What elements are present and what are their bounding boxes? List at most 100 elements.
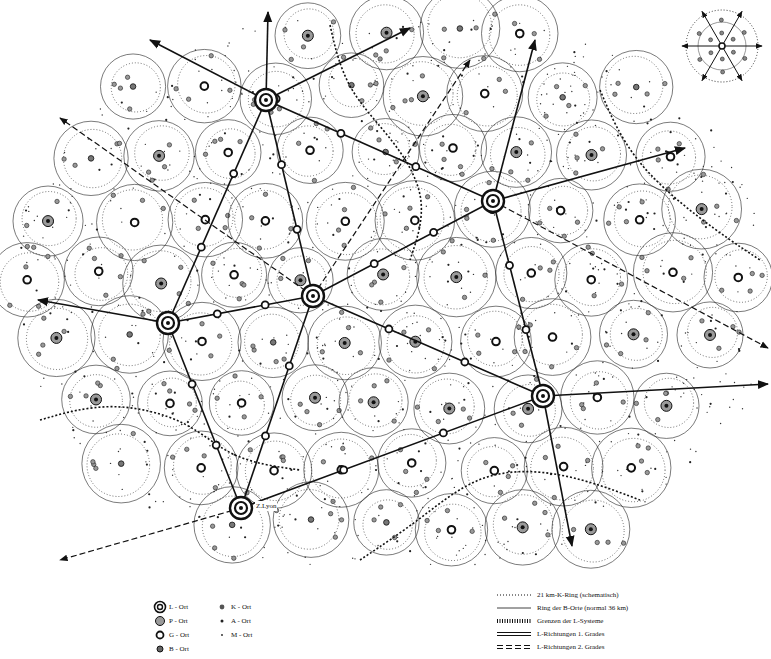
m-place xyxy=(638,306,639,307)
k-place xyxy=(213,485,217,489)
g-place xyxy=(636,216,644,224)
m-place xyxy=(164,151,165,152)
m-place xyxy=(554,200,555,201)
m-place xyxy=(327,304,328,305)
m-place xyxy=(665,483,666,484)
m-place xyxy=(323,98,324,99)
k-place xyxy=(548,206,552,210)
k-place xyxy=(404,226,408,230)
l-direction-line xyxy=(313,201,493,296)
m-place xyxy=(423,144,424,145)
m-place xyxy=(617,470,618,471)
b-place xyxy=(560,95,566,101)
m-place xyxy=(671,386,672,387)
m-place xyxy=(287,552,288,553)
k-place xyxy=(442,56,446,60)
m-place xyxy=(588,311,589,312)
scheme-arrow xyxy=(682,46,722,47)
k-place xyxy=(62,157,66,161)
p-place-core xyxy=(454,275,458,279)
m-place xyxy=(512,365,513,366)
k-place xyxy=(549,365,553,369)
m-place xyxy=(427,176,428,177)
k-place xyxy=(645,92,649,96)
a-place xyxy=(272,153,274,155)
m-place xyxy=(352,59,353,60)
b-place xyxy=(127,332,133,338)
l-direction-line xyxy=(168,100,266,323)
m-place xyxy=(229,285,230,286)
k-place xyxy=(483,273,487,277)
legend-symbol xyxy=(220,605,225,610)
m-place xyxy=(89,243,90,244)
m-place xyxy=(662,167,663,168)
k-place xyxy=(636,444,640,448)
a-place xyxy=(442,167,444,169)
m-place xyxy=(190,498,191,499)
m-place xyxy=(245,299,246,300)
a-place xyxy=(592,267,594,269)
l-place xyxy=(302,285,324,307)
legend-symbol xyxy=(497,619,531,623)
b-ring xyxy=(164,431,238,505)
k-place xyxy=(368,83,372,87)
l-place-core xyxy=(491,199,495,203)
m-place xyxy=(164,233,165,234)
m-place xyxy=(436,537,437,538)
k-ring xyxy=(610,308,662,360)
m-place xyxy=(211,142,212,143)
m-place xyxy=(725,213,726,214)
b-ring xyxy=(485,490,560,565)
legend-text: Grenzen der L-Systeme xyxy=(537,616,603,626)
k-place xyxy=(519,423,523,427)
m-place xyxy=(376,100,377,101)
a-place xyxy=(195,340,197,342)
a-place xyxy=(625,209,627,211)
m-place xyxy=(90,405,91,406)
k-place xyxy=(402,265,406,269)
b-ring xyxy=(354,490,419,555)
p-place-core xyxy=(589,527,593,531)
m-place xyxy=(546,93,547,94)
m-place xyxy=(248,394,249,395)
m-place xyxy=(452,478,453,479)
k-place xyxy=(167,389,171,393)
m-place xyxy=(553,103,554,104)
k-place xyxy=(402,330,406,334)
b-ring xyxy=(18,299,95,376)
m-place xyxy=(262,339,263,340)
a-place xyxy=(425,486,427,488)
k-place xyxy=(342,207,346,211)
b-ring xyxy=(97,184,173,260)
k-place xyxy=(341,55,345,59)
m-place xyxy=(52,227,53,228)
m-place xyxy=(447,440,448,441)
k-place xyxy=(196,226,200,230)
m-place xyxy=(595,372,596,373)
p-place xyxy=(302,30,313,41)
m-place xyxy=(227,428,228,429)
k-place xyxy=(167,348,171,352)
m-place xyxy=(450,217,451,218)
a-place xyxy=(121,101,123,103)
k-place xyxy=(748,289,752,293)
k-place xyxy=(202,454,206,458)
k-ring xyxy=(87,434,150,497)
k-place xyxy=(409,98,413,102)
m-place xyxy=(452,104,453,105)
b-ring xyxy=(282,365,348,431)
p-place-core xyxy=(385,31,389,35)
k-ring xyxy=(644,378,693,427)
k-place xyxy=(575,156,579,160)
k-place xyxy=(111,357,115,361)
m-place xyxy=(661,260,662,261)
k-place xyxy=(263,192,267,196)
m-place xyxy=(547,529,548,530)
l-direction-arrow xyxy=(493,40,535,201)
m-place xyxy=(167,169,168,170)
m-place xyxy=(564,129,565,130)
m-place xyxy=(490,338,491,339)
b-place xyxy=(633,84,639,90)
l-place xyxy=(157,312,179,334)
k-ring xyxy=(102,190,162,250)
